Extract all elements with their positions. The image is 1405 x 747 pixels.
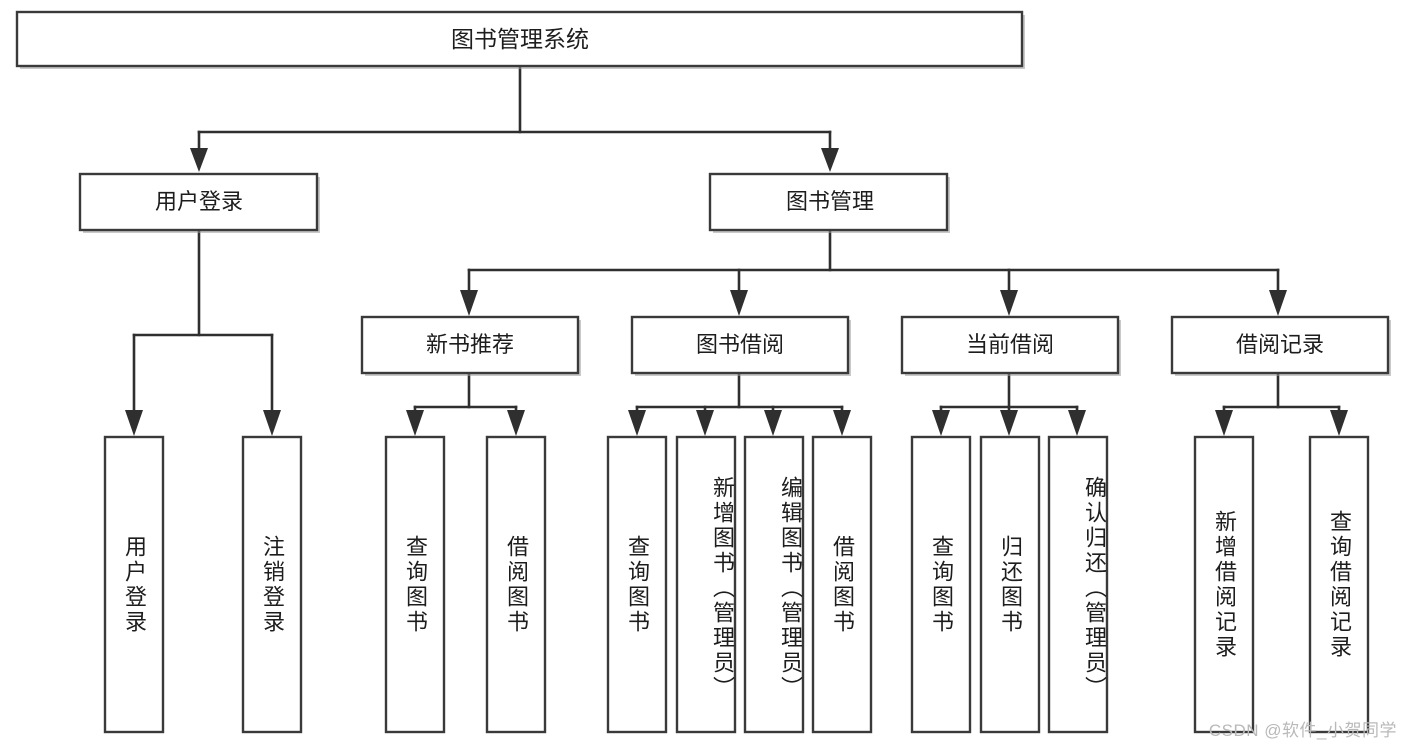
boxes-layer [15, 10, 1390, 375]
leaf-boxes-layer [103, 435, 1370, 734]
node-current-borrow-box[interactable] [900, 315, 1120, 375]
arrow-leaf-borrow-book-b [833, 410, 851, 436]
arrow-to-current-borrow [1000, 290, 1018, 316]
connectors-layer [125, 65, 1348, 436]
leaf-box-query-book-b[interactable] [606, 435, 668, 734]
arrow-leaf-add-book [696, 410, 714, 436]
arrow-leaf-query-book-b [628, 410, 646, 436]
arrow-leaf-borrow-book-a [507, 410, 525, 436]
leaf-box-add-record[interactable] [1193, 435, 1255, 734]
node-new-books-box[interactable] [360, 315, 580, 375]
arrow-leaf-query-book-a [406, 410, 424, 436]
arrow-to-book-manage [821, 148, 839, 172]
leaf-box-query-book-c[interactable] [910, 435, 972, 734]
watermark-text: CSDN @软件_小贺同学 [1208, 721, 1397, 740]
leaf-box-query-record[interactable] [1308, 435, 1370, 734]
node-book-manage-box[interactable] [708, 172, 949, 232]
node-borrow-box[interactable] [630, 315, 850, 375]
arrow-leaf-return-book [1000, 410, 1018, 436]
leaf-box-return-book[interactable] [979, 435, 1041, 734]
leaf-box-user-login[interactable] [103, 435, 165, 734]
leaf-box-logout[interactable] [241, 435, 303, 734]
arrow-leaf-user-login [125, 410, 143, 436]
arrow-to-user-login [190, 148, 208, 172]
arrow-leaf-logout [263, 410, 281, 436]
arrow-leaf-add-record [1215, 410, 1233, 436]
arrow-leaf-edit-book [764, 410, 782, 436]
leaf-box-confirm-return[interactable] [1047, 435, 1109, 734]
arrow-to-new-books [460, 290, 478, 316]
node-borrow-records-box[interactable] [1170, 315, 1390, 375]
node-user-login-box[interactable] [78, 172, 319, 232]
arrow-leaf-confirm-return [1068, 410, 1086, 436]
leaf-box-edit-book[interactable] [743, 435, 805, 734]
arrow-to-borrow-records [1269, 290, 1287, 316]
leaf-box-add-book[interactable] [675, 435, 737, 734]
leaf-box-borrow-book-a[interactable] [485, 435, 547, 734]
arrow-to-borrow [730, 290, 748, 316]
leaf-box-borrow-book-b[interactable] [811, 435, 873, 734]
arrow-leaf-query-record [1330, 410, 1348, 436]
arrow-leaf-query-book-c [932, 410, 950, 436]
leaf-box-query-book-a[interactable] [384, 435, 446, 734]
node-root-box[interactable] [15, 10, 1024, 68]
